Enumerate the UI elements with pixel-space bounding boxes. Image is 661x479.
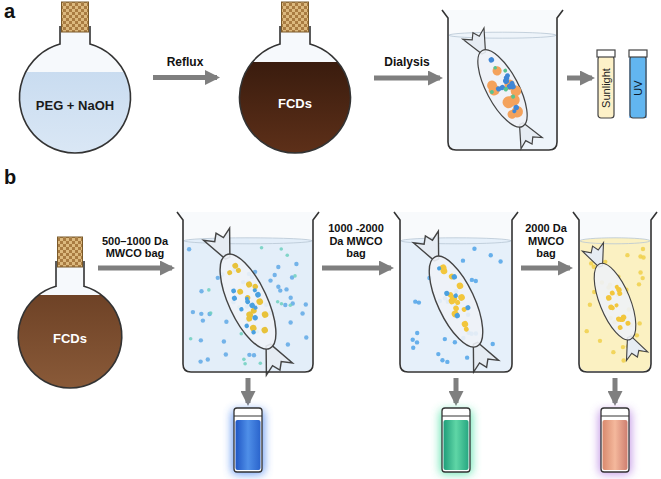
- dialysis-bag: [199, 225, 298, 378]
- step-label: Dialysis: [369, 56, 445, 70]
- panel-letter: a: [4, 0, 15, 23]
- process-arrow: [374, 76, 440, 81]
- step-label: 2000 Da MWCO bag: [520, 222, 572, 260]
- process-arrow: [454, 378, 459, 403]
- flask-label: FCDs: [220, 96, 370, 111]
- sample-vial: [440, 408, 472, 474]
- process-arrow: [613, 378, 618, 403]
- step-label: 500–1000 Da MWCO bag: [99, 235, 171, 260]
- beaker: [442, 10, 563, 152]
- dialysis-bag: [459, 25, 546, 151]
- process-arrow: [322, 266, 391, 271]
- vial: UV: [628, 48, 648, 120]
- process-arrow: [521, 266, 570, 271]
- flask: FCDs: [220, 0, 370, 155]
- process-arrow: [98, 266, 172, 271]
- beaker: [394, 212, 518, 375]
- step-label: Reflux: [167, 56, 204, 70]
- sample-vial: [599, 408, 631, 474]
- flask-outline: [0, 0, 150, 155]
- beaker: [573, 212, 657, 372]
- flask-label: FCDs: [0, 331, 140, 346]
- flask-label: PEG + NaOH: [0, 98, 150, 113]
- panel-letter: b: [4, 166, 16, 189]
- dialysis-bag: [409, 228, 504, 375]
- vial-label: UV: [632, 80, 644, 95]
- process-arrow: [567, 76, 592, 81]
- flask-outline: [220, 0, 370, 155]
- dialysis-bag: [578, 240, 651, 362]
- process-arrow: [246, 378, 251, 403]
- sample-vial: [232, 408, 264, 474]
- flask: PEG + NaOH: [0, 0, 150, 155]
- process-arrow: [153, 75, 217, 80]
- vial-label: Sunlight: [600, 68, 612, 108]
- vial: Sunlight: [596, 48, 616, 120]
- beaker: [177, 212, 319, 378]
- step-label: 1000 -2000 Da MWCO bag: [321, 222, 391, 260]
